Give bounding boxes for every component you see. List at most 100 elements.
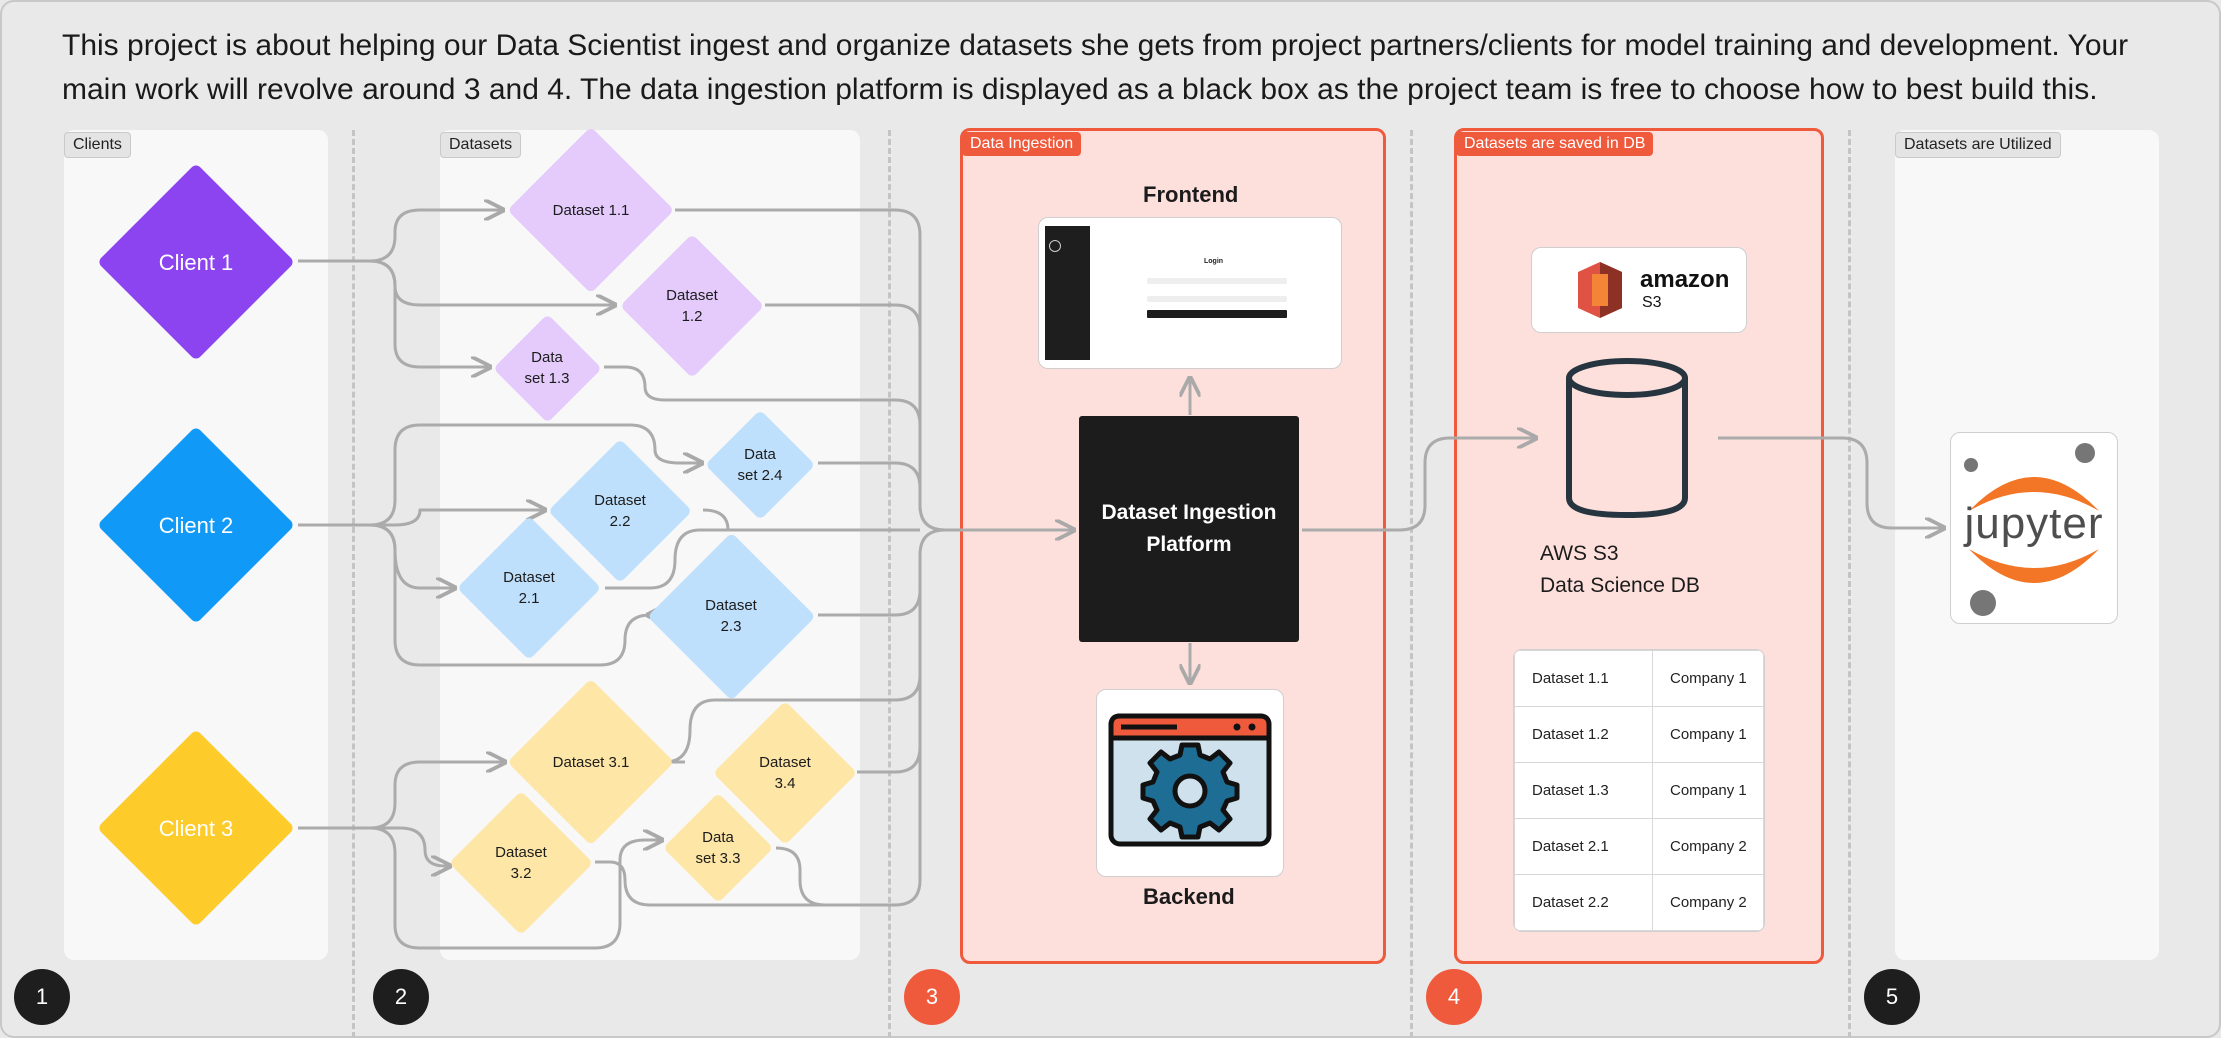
frontend-screenshot: Login (1038, 217, 1342, 369)
dataset-label-line: Dataset (705, 597, 757, 614)
step-badge-4: 4 (1426, 969, 1482, 1025)
divider (1848, 130, 1851, 1038)
s3-bucket-icon (1578, 262, 1622, 318)
dataset-label-line: 3.4 (774, 775, 796, 792)
backend-card (1096, 689, 1284, 877)
client-3-label: Client 3 (158, 815, 234, 841)
company-cell: Company 2 (1652, 818, 1764, 875)
company-cell: Company 1 (1652, 706, 1764, 763)
step-badge-2: 2 (373, 969, 429, 1025)
clients-tag: Clients (64, 132, 131, 158)
dataset-label-line: 2.2 (609, 513, 631, 530)
dataset-3-4-node: Dataset 3.4 (712, 700, 858, 846)
dataset-label: Dataset 3.1 (552, 753, 630, 771)
dataset-label-line: set 2.4 (737, 467, 783, 484)
dataset-cell: Dataset 2.1 (1514, 818, 1653, 875)
login-button (1147, 310, 1287, 318)
dataset-label: Dataset 2.3 (705, 595, 757, 637)
dataset-cell: Dataset 1.2 (1514, 706, 1653, 763)
database-icon (1566, 358, 1688, 519)
db-caption-line: Data Science DB (1540, 574, 1700, 597)
jupyter-logo-icon (1964, 443, 2099, 616)
dataset-2-2-node: Dataset 2.2 (547, 438, 693, 584)
frontend-heading: Frontend (1143, 182, 1239, 207)
amazon-s3-logo: amazon S3 (1531, 247, 1747, 333)
dataset-label: Data set 2.4 (737, 444, 782, 486)
dataset-label-line: 1.2 (681, 308, 703, 325)
db-caption: AWS S3 Data Science DB (1540, 538, 1700, 602)
logo-icon (1049, 240, 1061, 252)
saved-tag: Datasets are saved in DB (1456, 132, 1654, 156)
step-badge-1: 1 (14, 969, 70, 1025)
dataset-label-line: Data (531, 349, 563, 366)
dataset-2-3-node: Dataset 2.3 (646, 531, 816, 701)
platform-label-line: Platform (1146, 533, 1232, 556)
company-cell: Company 1 (1652, 650, 1764, 707)
dataset-label: Dataset 1.1 (552, 201, 630, 219)
divider (888, 130, 891, 1038)
dataset-label-line: Dataset (759, 754, 811, 771)
dataset-2-4-node: Data set 2.4 (704, 409, 816, 521)
dataset-label-line: set 1.3 (524, 370, 570, 387)
company-cell: Company 1 (1652, 762, 1764, 819)
backend-heading: Backend (1143, 884, 1235, 909)
dataset-label-line: Data (744, 446, 776, 463)
dataset-label: Dataset 2.2 (594, 490, 646, 532)
client-2-node: Client 2 (96, 425, 296, 625)
divider (1410, 130, 1413, 1038)
company-cell: Company 2 (1652, 874, 1764, 931)
dataset-label-line: Dataset (666, 287, 718, 304)
password-field (1147, 296, 1287, 302)
dataset-label-line: Dataset (594, 492, 646, 509)
dataset-label: Dataset 3.4 (759, 752, 811, 794)
dataset-label: Dataset 3.2 (495, 842, 547, 884)
dataset-label: Data set 3.3 (695, 827, 740, 869)
dataset-label-line: 2.1 (518, 590, 540, 607)
datasets-tag: Datasets (440, 132, 522, 158)
ingestion-tag: Data Ingestion (962, 132, 1082, 156)
login-title: Login (1204, 258, 1224, 265)
client-2-label: Client 2 (158, 512, 234, 538)
dataset-label-line: Dataset (495, 844, 547, 861)
dataset-3-2-node: Dataset 3.2 (448, 790, 594, 936)
dataset-2-1-node: Dataset 2.1 (456, 515, 602, 661)
utilized-tag: Datasets are Utilized (1895, 132, 2061, 158)
step-badge-3: 3 (904, 969, 960, 1025)
jupyter-logo: jupyter (1950, 432, 2118, 624)
dataset-cell: Dataset 1.1 (1514, 650, 1653, 707)
email-field (1147, 278, 1287, 284)
client-1-node: Client 1 (96, 162, 296, 362)
s3-wordmark: S3 (1642, 294, 1662, 311)
dataset-3-1-node: Dataset 3.1 (507, 678, 675, 846)
jupyter-wordmark: jupyter (1964, 499, 2104, 548)
dataset-label-line: 3.2 (510, 865, 532, 882)
dataset-label: Dataset 1.2 (666, 285, 718, 327)
dataset-label-line: Dataset (503, 569, 555, 586)
dataset-label-line: Data (702, 829, 734, 846)
dataset-1-1-node: Dataset 1.1 (507, 126, 675, 294)
dataset-1-2-node: Dataset 1.2 (619, 233, 765, 379)
dataset-label-line: set 3.3 (695, 850, 741, 867)
client-1-label: Client 1 (158, 249, 234, 275)
client-3-node: Client 3 (96, 728, 296, 928)
platform-label-line: Dataset Ingestion (1101, 501, 1277, 524)
dataset-label-line: 2.3 (720, 618, 742, 635)
dataset-cell: Dataset 1.3 (1514, 762, 1653, 819)
dataset-cell: Dataset 2.2 (1514, 874, 1653, 931)
amazon-wordmark: amazon (1640, 266, 1730, 293)
dataset-label: Dataset 2.1 (503, 567, 555, 609)
step-badge-5: 5 (1864, 969, 1920, 1025)
intro-text: This project is about helping our Data S… (62, 29, 2129, 106)
backend-gear-icon (1108, 713, 1272, 847)
divider (352, 130, 355, 1038)
dataset-label: Data set 1.3 (524, 347, 569, 389)
db-caption-line: AWS S3 (1540, 542, 1619, 565)
